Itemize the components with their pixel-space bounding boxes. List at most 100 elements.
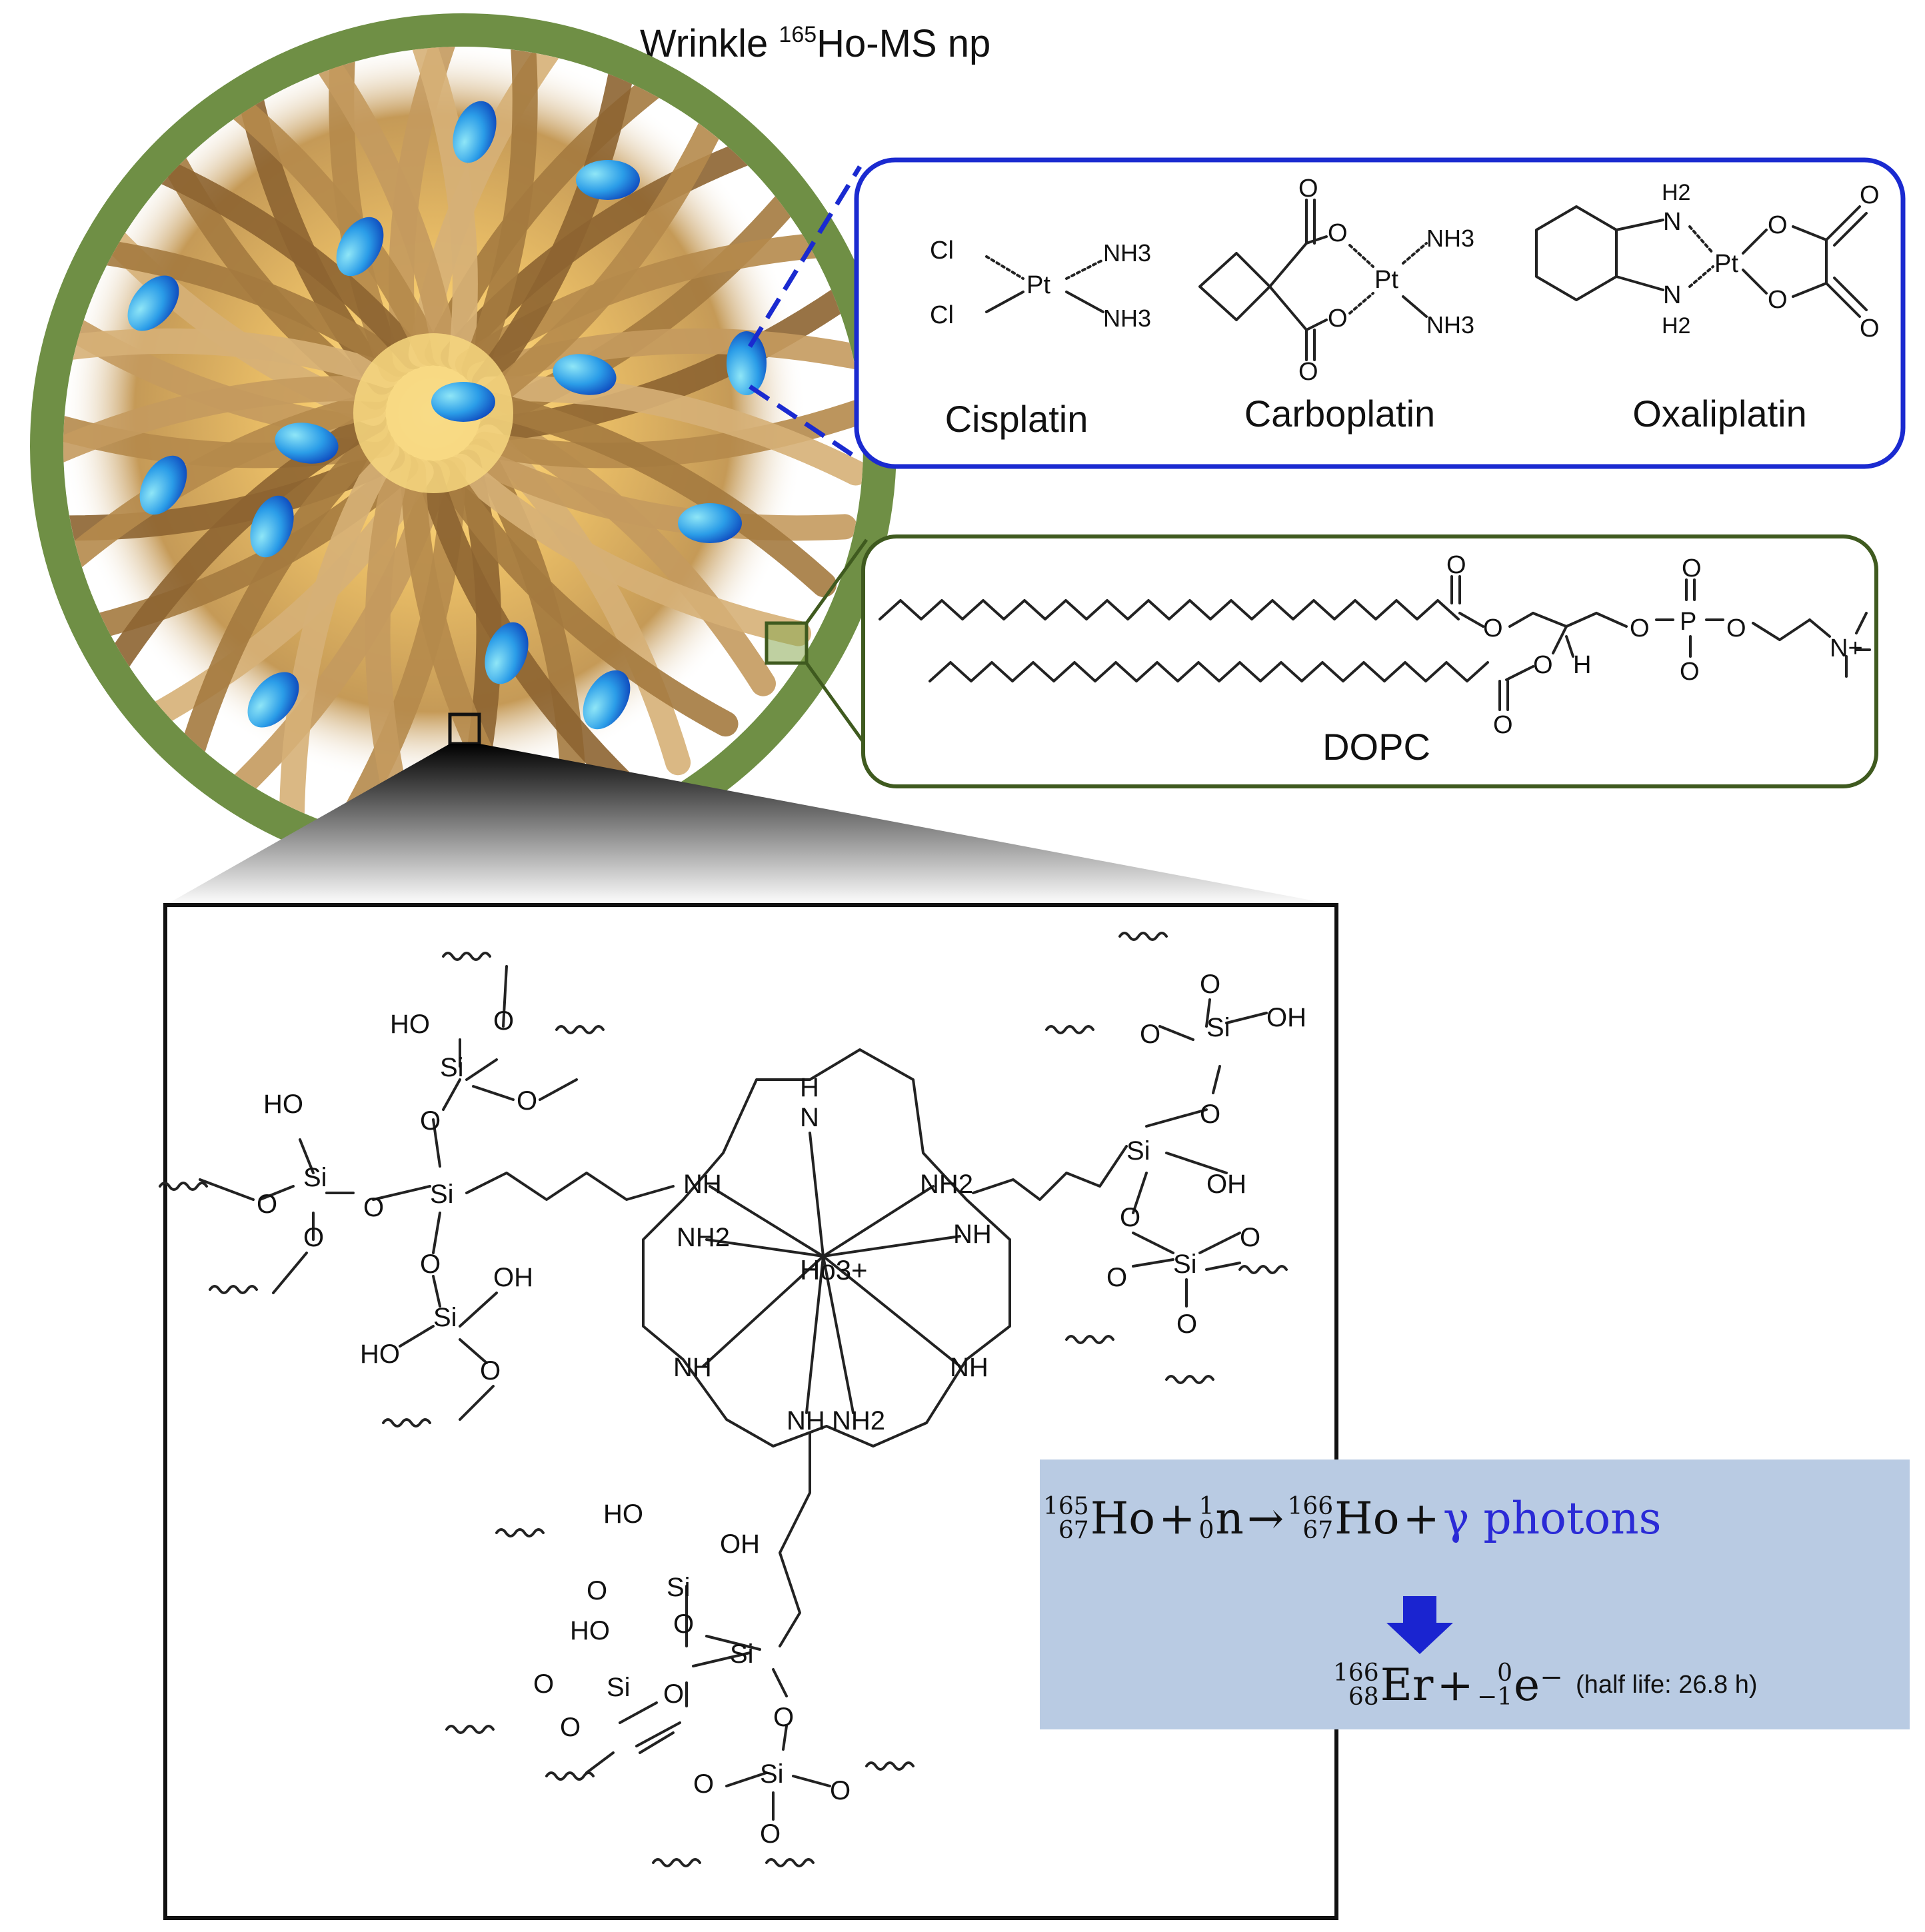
drug-molecule-icon <box>139 455 187 515</box>
svg-text:Si: Si <box>607 1673 631 1702</box>
svg-text:H2: H2 <box>1662 313 1690 339</box>
svg-text:O: O <box>693 1769 714 1799</box>
drug-molecule-icon <box>576 160 640 200</box>
squiggle-mark <box>545 1771 595 1781</box>
svg-text:O: O <box>480 1356 501 1386</box>
svg-text:O: O <box>587 1576 607 1605</box>
squiggle-mark <box>555 1025 605 1034</box>
polymer-continuation-marks <box>159 932 1288 1867</box>
svg-text:OH: OH <box>1206 1170 1246 1199</box>
coordination-bond <box>822 1235 961 1258</box>
svg-text:O: O <box>1140 1020 1160 1049</box>
svg-text:O: O <box>760 1819 781 1849</box>
svg-text:Si: Si <box>433 1303 457 1332</box>
svg-text:Si: Si <box>730 1639 754 1669</box>
squiggle-mark <box>1238 1265 1288 1274</box>
svg-text:N+: N+ <box>1830 634 1863 662</box>
nanoparticle-title: Wrinkle 165Ho-MS np <box>640 22 990 65</box>
svg-text:NH: NH <box>683 1170 722 1199</box>
drug-molecule-icon <box>583 670 631 730</box>
zoom-marker-shell <box>765 621 809 665</box>
svg-text:HO: HO <box>390 1010 430 1039</box>
svg-text:Si: Si <box>667 1573 691 1602</box>
svg-text:O: O <box>533 1669 554 1699</box>
squiggle-mark <box>445 1725 495 1734</box>
svg-text:O: O <box>257 1190 277 1219</box>
siloxane-right: Si OH O Si O OH O O Si O O O <box>972 970 1306 1339</box>
lipid-panel: O O O H O O P O O O N+ DOPC <box>861 534 1878 788</box>
svg-text:O: O <box>560 1713 581 1742</box>
svg-text:Pt: Pt <box>1374 266 1398 294</box>
gamma-photons-text: γ photons <box>1442 1493 1662 1544</box>
coordination-bond <box>822 1255 855 1414</box>
svg-text:O: O <box>493 1006 514 1036</box>
svg-text:O: O <box>1630 614 1650 642</box>
drug-panel: Cl Cl Pt NH3 NH3 Cisplatin O O O O <box>854 157 1906 469</box>
svg-text:O: O <box>1682 554 1702 582</box>
svg-text:N: N <box>1663 208 1681 236</box>
wrinkle-fiber <box>390 47 478 373</box>
carboplatin-label: Carboplatin <box>1244 393 1435 435</box>
svg-text:Cl: Cl <box>930 301 954 329</box>
squiggle-mark <box>652 1858 701 1867</box>
drug-callout-line-bottom <box>749 385 861 462</box>
drug-molecule-icon <box>678 503 742 543</box>
wrinkle-fiber <box>63 376 391 486</box>
wrinkle-fiber <box>475 376 863 486</box>
wrinkle-fiber <box>448 453 812 646</box>
holmium-complex-panel: H N NH NH2 NH2 NH Ho3+ NH NH NH NH2 <box>159 903 1338 1920</box>
svg-text:O: O <box>1328 305 1348 333</box>
svg-text:O: O <box>1768 286 1788 314</box>
svg-text:O: O <box>1240 1223 1260 1252</box>
svg-text:HO: HO <box>570 1616 610 1645</box>
wrinkle-fiber <box>461 444 857 541</box>
oxaliplatin-label: Oxaliplatin <box>1632 393 1806 435</box>
wrinkle-fiber <box>279 438 400 828</box>
squiggle-mark <box>1065 1335 1114 1344</box>
svg-text:O: O <box>1106 1263 1127 1292</box>
dopc-structure: O O O H O O P O O O N+ DOPC <box>879 551 1871 768</box>
svg-text:OH: OH <box>1266 1003 1306 1032</box>
coordination-bond <box>809 1132 825 1258</box>
squiggle-mark <box>1165 1375 1214 1384</box>
wrinkle-fiber <box>461 47 538 383</box>
svg-text:Ho3+: Ho3+ <box>800 1254 868 1286</box>
drug-molecule-icon <box>127 275 179 331</box>
svg-text:O: O <box>1680 658 1700 686</box>
svg-text:NH2: NH2 <box>920 1170 973 1199</box>
drug-molecule-icon <box>275 423 339 464</box>
squiggle-mark <box>495 1528 545 1537</box>
svg-text:O: O <box>1298 358 1318 386</box>
svg-text:O: O <box>1328 219 1348 247</box>
svg-text:O: O <box>517 1086 537 1116</box>
svg-text:OH: OH <box>493 1263 533 1292</box>
svg-text:O: O <box>1493 711 1513 739</box>
svg-text:NH: NH <box>953 1220 992 1249</box>
drug-callout-line-top <box>748 165 862 348</box>
svg-text:NH3: NH3 <box>1426 225 1474 252</box>
svg-text:O: O <box>363 1193 384 1222</box>
lipid-callout-line-bottom <box>805 662 869 748</box>
svg-text:O: O <box>663 1679 684 1709</box>
zoom-funnel <box>165 744 1336 905</box>
svg-text:H: H <box>1573 651 1591 679</box>
svg-text:Si: Si <box>1126 1136 1150 1166</box>
svg-text:Si: Si <box>440 1053 464 1082</box>
svg-text:Pt: Pt <box>1026 271 1050 299</box>
wrinkle-fiber <box>63 392 387 598</box>
svg-text:O: O <box>773 1703 794 1732</box>
squiggle-mark <box>1118 932 1168 941</box>
svg-text:O: O <box>1176 1310 1197 1339</box>
cisplatin-structure: Cl Cl Pt NH3 NH3 Cisplatin <box>930 237 1151 440</box>
macrocycle: H N NH NH2 NH2 NH Ho3+ NH NH NH NH2 <box>642 1048 1011 1448</box>
lipid-callout-line-top <box>805 538 869 624</box>
oxaliplatin-structure: H2 N N H2 Pt O O O O Oxaliplatin <box>1535 180 1880 435</box>
wrinkle-fiber <box>480 392 837 598</box>
coordination-bond <box>705 1238 825 1258</box>
